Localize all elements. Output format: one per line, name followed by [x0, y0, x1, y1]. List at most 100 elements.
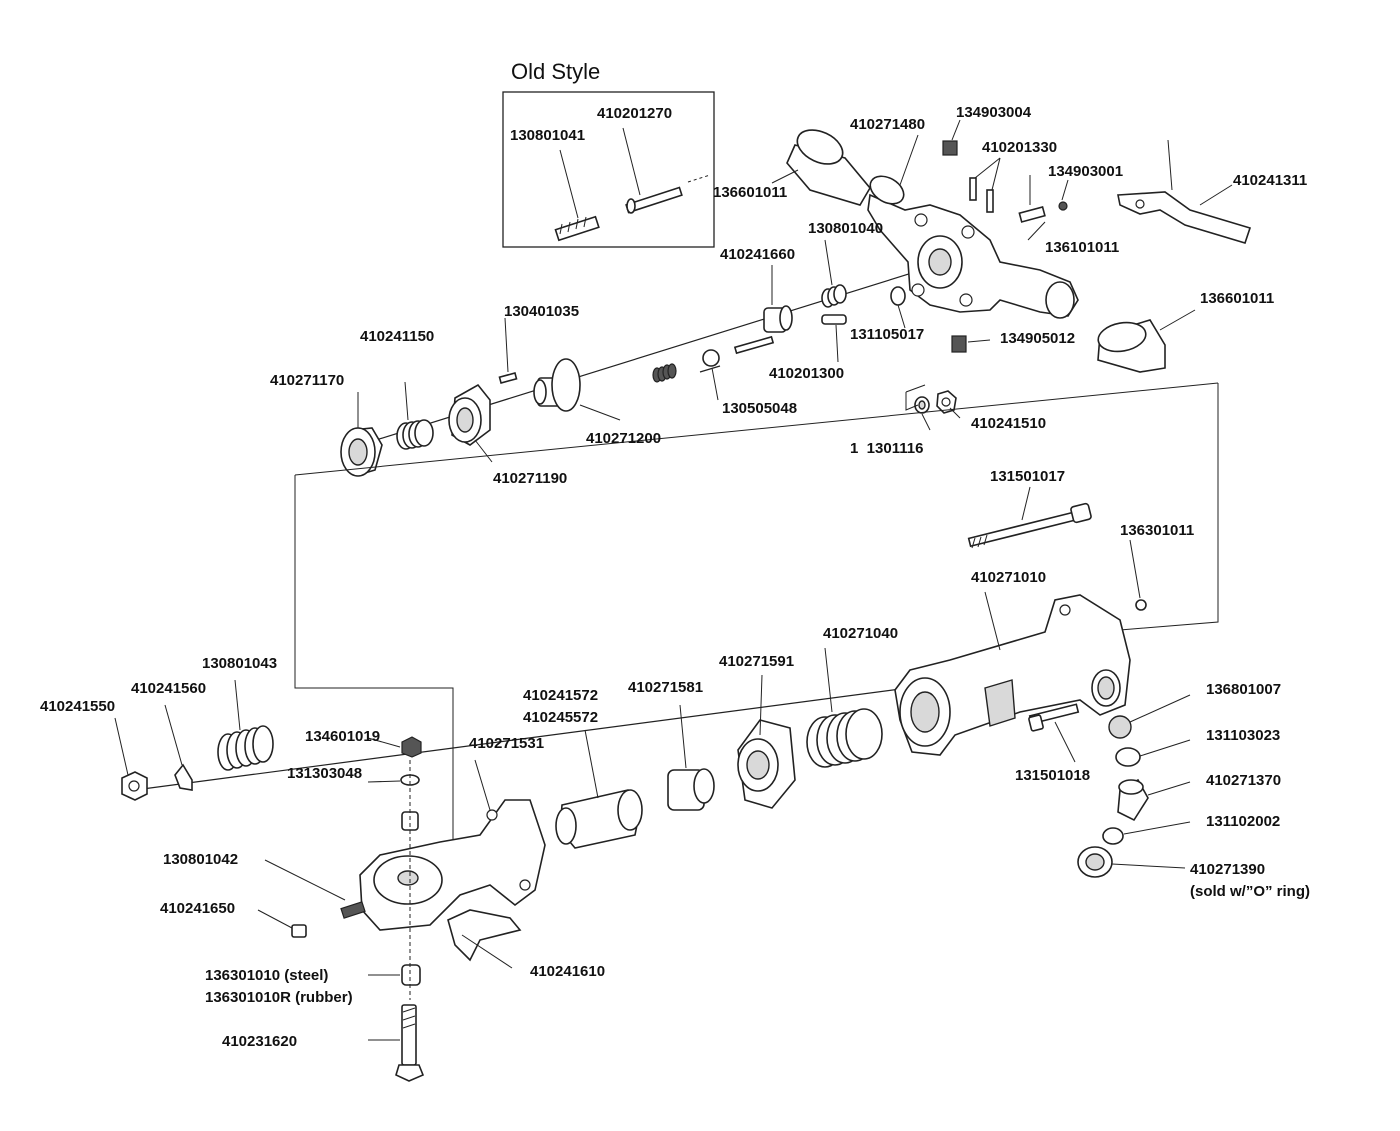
trigger-part — [1117, 139, 1252, 244]
label-136101011: 136101011 — [1045, 239, 1119, 256]
pin-part-130401035 — [498, 372, 518, 384]
fitting-part-410271390 — [1077, 846, 1113, 878]
pin-part-410201300 — [821, 314, 847, 325]
label-410241572: 410241572 — [523, 687, 598, 704]
label-130801040: 130801040 — [808, 220, 883, 237]
bolt-part-410231620 — [395, 1004, 425, 1082]
screw-part-134903001 — [1058, 201, 1068, 211]
label-136301010: 136301010 (steel) — [205, 967, 328, 984]
pin-part-410241650 — [291, 924, 307, 938]
spring-part-410271040 — [806, 708, 883, 768]
spring-part-130801040 — [821, 284, 847, 308]
label-410231620: 410231620 — [222, 1033, 297, 1050]
bolt-part-131501017 — [967, 502, 1092, 549]
label-130801041: 130801041 — [510, 127, 585, 144]
spring-part-410241150 — [396, 419, 434, 450]
label-136601011-top: 136601011 — [713, 184, 787, 201]
flange-part-410271591 — [737, 719, 796, 809]
label-410241311: 410241311 — [1233, 172, 1307, 189]
label-410271390: 410271390 — [1190, 861, 1265, 878]
valve-part-410271200 — [533, 358, 581, 412]
nut-part-410241550 — [121, 771, 148, 801]
label-130505048: 130505048 — [722, 400, 797, 417]
label-131103023: 131103023 — [1206, 727, 1280, 744]
spring-part-130801043 — [217, 725, 274, 771]
label-134601019: 134601019 — [305, 728, 380, 745]
label-410201300: 410201300 — [769, 365, 844, 382]
label-136301010R: 136301010R (rubber) — [205, 989, 353, 1006]
label-410271200: 410271200 — [586, 430, 661, 447]
label-1301116: 1 1301116 — [850, 440, 923, 457]
label-131303048: 131303048 — [287, 765, 362, 782]
label-410271390-note: (sold w/”O” ring) — [1190, 883, 1310, 900]
label-134903004: 134903004 — [956, 104, 1032, 121]
label-134905012: 134905012 — [1000, 330, 1075, 347]
handle-grip-part-top — [786, 129, 871, 206]
label-410271480: 410271480 — [850, 116, 925, 133]
label-410241560: 410241560 — [131, 680, 206, 697]
label-410241650: 410241650 — [160, 900, 235, 917]
label-130401035: 130401035 — [504, 303, 579, 320]
label-410245572: 410245572 — [523, 709, 598, 726]
bushing-part-410241660 — [763, 305, 793, 333]
label-410241150: 410241150 — [360, 328, 434, 345]
nut-part-410241510 — [936, 390, 957, 414]
set-screw-part-134905012 — [951, 335, 967, 353]
label-410201330: 410201330 — [982, 139, 1057, 156]
label-130801042: 130801042 — [163, 851, 238, 868]
front-head-part-410271531 — [359, 799, 546, 931]
label-136601011-right: 136601011 — [1200, 290, 1274, 307]
ring-part-410271190 — [448, 383, 491, 446]
label-131102002: 131102002 — [1206, 813, 1280, 830]
pin-part-136101011 — [1018, 206, 1046, 223]
bolt-part-131501018 — [1028, 703, 1080, 732]
elbow-part-410271370 — [1117, 778, 1149, 822]
label-136301011: 136301011 — [1120, 522, 1194, 539]
washer-part-410241560 — [174, 763, 193, 791]
label-410271370: 410271370 — [1206, 772, 1281, 789]
o-ring-part-131103023 — [1115, 747, 1141, 767]
label-131501017: 131501017 — [990, 468, 1065, 485]
washer-part-1301116 — [914, 396, 930, 414]
nut-part-134601019 — [401, 736, 422, 758]
label-134903001: 134903001 — [1048, 163, 1123, 180]
pin-part-410201330b — [986, 189, 994, 213]
cap-part-410271170 — [340, 427, 383, 477]
pin-part-410201330a — [969, 177, 977, 201]
spring-part-left — [652, 363, 677, 383]
old-style-box — [502, 91, 715, 248]
handle-body-part — [867, 175, 1079, 319]
label-410241550: 410241550 — [40, 698, 115, 715]
o-ring-part-131105017 — [890, 286, 906, 306]
label-410271040: 410271040 — [823, 625, 898, 642]
label-410241610: 410241610 — [530, 963, 605, 980]
cylinder-part-410271010 — [894, 594, 1131, 756]
spring-part-130801042 — [340, 901, 366, 919]
tube-part-410241572 — [555, 789, 643, 849]
label-410271581: 410271581 — [628, 679, 703, 696]
label-410271190: 410271190 — [493, 470, 567, 487]
ball-part-130505048 — [702, 349, 720, 367]
latch-part-410241610 — [447, 909, 522, 962]
label-136801007: 136801007 — [1206, 681, 1281, 698]
label-410241660: 410241660 — [720, 246, 795, 263]
bushing-part-410271581 — [667, 768, 715, 811]
label-410241510: 410241510 — [971, 415, 1046, 432]
bushing-part-upper — [401, 811, 419, 831]
handle-grip-part-right — [1097, 319, 1166, 373]
rod-part — [733, 335, 775, 355]
label-410201270: 410201270 — [597, 105, 672, 122]
set-screw-part-134903004 — [942, 140, 958, 156]
label-131105017: 131105017 — [850, 326, 924, 343]
label-410271591: 410271591 — [719, 653, 794, 670]
old-style-title: Old Style — [511, 59, 600, 84]
old-style-pin-part — [554, 174, 711, 242]
label-410271531: 410271531 — [469, 735, 544, 752]
plug-part-136301011 — [1135, 599, 1147, 611]
label-131501018: 131501018 — [1015, 767, 1090, 784]
label-410271170: 410271170 — [270, 372, 344, 389]
screen-part-136801007 — [1108, 715, 1132, 739]
label-130801043: 130801043 — [202, 655, 277, 672]
bushing-part-136301010 — [401, 964, 421, 986]
